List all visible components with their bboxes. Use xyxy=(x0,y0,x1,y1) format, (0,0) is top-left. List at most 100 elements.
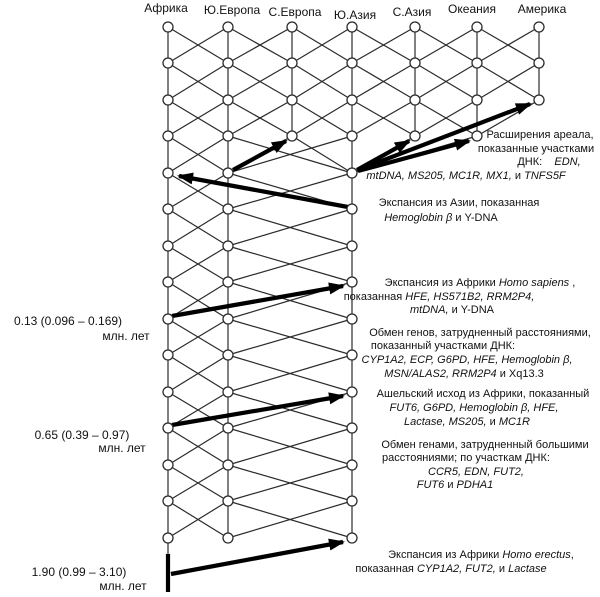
gene-flow-large-distance-note-line3: CCR5, EDN, FUT2, xyxy=(428,466,524,479)
text-segment: FUT6 xyxy=(416,479,445,491)
text-segment: ДНК: xyxy=(517,156,543,168)
erectus-expansion-note-line2: показанная CYP1A2, FUT2, и Lactase xyxy=(355,563,546,576)
gene-flow-edge xyxy=(227,208,353,247)
population-node xyxy=(346,495,358,507)
population-node xyxy=(533,94,545,106)
text-segment: FUT6, G6PD, Hemoglobin β, HFE, xyxy=(389,402,559,414)
population-node xyxy=(162,130,174,142)
column-label-3: С.Европа xyxy=(268,5,322,20)
population-node xyxy=(162,203,174,215)
gene-flow-edge xyxy=(476,62,540,101)
text-segment: Hemoglobin β xyxy=(384,212,453,224)
column-label-4: Ю.Азия xyxy=(333,8,377,23)
population-node xyxy=(346,313,358,325)
text-segment: CYP1A2, ECP, G6PD, HFE, Hemoglobin β, xyxy=(361,354,573,366)
population-node xyxy=(346,349,358,361)
range-expansion-note-line3: ДНК: EDN, xyxy=(517,156,580,169)
population-node xyxy=(162,240,174,252)
text-segment: и Y-DNA xyxy=(448,304,494,316)
gene-flow-edge xyxy=(351,99,416,137)
population-node xyxy=(222,313,234,325)
gene-flow-edge xyxy=(414,62,478,101)
text-segment: показанные участками xyxy=(477,143,595,155)
population-node xyxy=(222,495,234,507)
population-node xyxy=(222,203,234,215)
gene-flow-edge xyxy=(227,245,353,283)
gene-flow-edge xyxy=(414,99,478,137)
gene-flow-edge xyxy=(167,172,229,210)
population-node xyxy=(286,130,298,142)
population-node xyxy=(162,459,174,471)
population-node xyxy=(162,495,174,507)
text-segment: показанная xyxy=(343,291,406,303)
gene-flow-edge xyxy=(167,318,229,356)
text-segment: Homo sapiens xyxy=(498,277,570,289)
gene-flow-distance-note-line2: показанный участками ДНК: xyxy=(371,340,515,353)
text-segment: Обмен генами, затрудненный большими xyxy=(381,439,589,451)
population-node xyxy=(346,422,358,434)
gene-flow-distance-note-line3: CYP1A2, ECP, G6PD, HFE, Hemoglobin β, xyxy=(362,354,573,367)
text-segment: Экспансия из Африки xyxy=(388,549,503,561)
text-segment: С.Европа xyxy=(268,5,322,19)
population-node xyxy=(222,276,234,288)
erectus-expansion-note-line1: Экспансия из Африки Homo erectus, xyxy=(388,549,574,562)
text-segment: 1.90 (0.99 – 3.10) xyxy=(31,565,127,579)
population-node xyxy=(346,240,358,252)
time-label-0-65-line1: 0.65 (0.39 – 0.97) xyxy=(35,428,130,443)
population-nodes xyxy=(162,21,545,544)
gene-flow-edge xyxy=(167,500,229,539)
text-segment: Ю.Европа xyxy=(203,3,261,17)
population-node xyxy=(222,167,234,179)
text-segment: млн. лет xyxy=(102,329,150,343)
gene-flow-edge xyxy=(167,62,229,101)
population-node xyxy=(286,94,298,106)
text-segment: Ю.Азия xyxy=(333,8,377,22)
text-segment: и Xq13.3 xyxy=(496,368,544,380)
text-segment: расстояниями; по участкам ДНК: xyxy=(382,452,550,464)
population-node xyxy=(162,167,174,179)
asia-expansion-note-line1: Экспансия из Азии, показанная xyxy=(379,197,540,210)
population-node xyxy=(346,57,358,69)
population-node xyxy=(286,21,298,33)
text-segment: Америка xyxy=(517,2,567,16)
gene-flow-edge xyxy=(227,172,353,210)
text-segment: и xyxy=(511,170,525,182)
population-node xyxy=(222,459,234,471)
population-node xyxy=(222,386,234,398)
gene-flow-edge xyxy=(227,427,353,466)
population-node xyxy=(346,532,358,544)
text-segment: Экспансия из Азии, показанная xyxy=(378,197,540,209)
column-label-5: С.Азия xyxy=(392,5,432,20)
text-segment: MC1R xyxy=(498,416,530,428)
population-node xyxy=(346,276,358,288)
sapiens-expansion-note-line3: mtDNA, и Y-DNA xyxy=(410,304,494,317)
population-node xyxy=(222,349,234,361)
gene-flow-large-distance-note-line4: FUT6 и PDHA1 xyxy=(417,479,493,492)
gene-flow-edge xyxy=(167,464,229,502)
population-node xyxy=(222,130,234,142)
range-expansion-note-line2: показанные участками xyxy=(478,143,594,156)
gene-flow-distance-note-line4: MSN/ALAS2, RRM2P4 и Xq13.3 xyxy=(384,368,544,381)
asia-expansion-note-line2: Hemoglobin β и Y-DNA xyxy=(384,212,498,225)
column-label-1: Африка xyxy=(144,1,188,16)
population-node xyxy=(346,94,358,106)
text-segment xyxy=(542,156,554,168)
time-label-1-90-line1: 1.90 (0.99 – 3.10) xyxy=(31,565,127,580)
time-label-0-65-line2: млн. лет xyxy=(98,441,145,456)
text-segment: , xyxy=(570,549,574,561)
population-node xyxy=(222,94,234,106)
sapiens-out-of-africa-arrow xyxy=(171,282,345,319)
gene-flow-large-distance-note-line1: Обмен генами, затрудненный большими xyxy=(381,439,588,452)
gene-flow-edge xyxy=(167,208,229,247)
lineage-merge-edge xyxy=(291,135,353,174)
time-label-0-13-line2: млн. лет xyxy=(102,329,150,344)
population-node xyxy=(162,349,174,361)
text-segment: 0.13 (0.096 – 0.169) xyxy=(13,314,123,328)
population-node xyxy=(222,57,234,69)
population-node xyxy=(471,130,483,142)
text-segment: Lactase, MS205, xyxy=(404,416,487,428)
population-node xyxy=(409,21,421,33)
text-segment: С.Азия xyxy=(392,5,432,19)
